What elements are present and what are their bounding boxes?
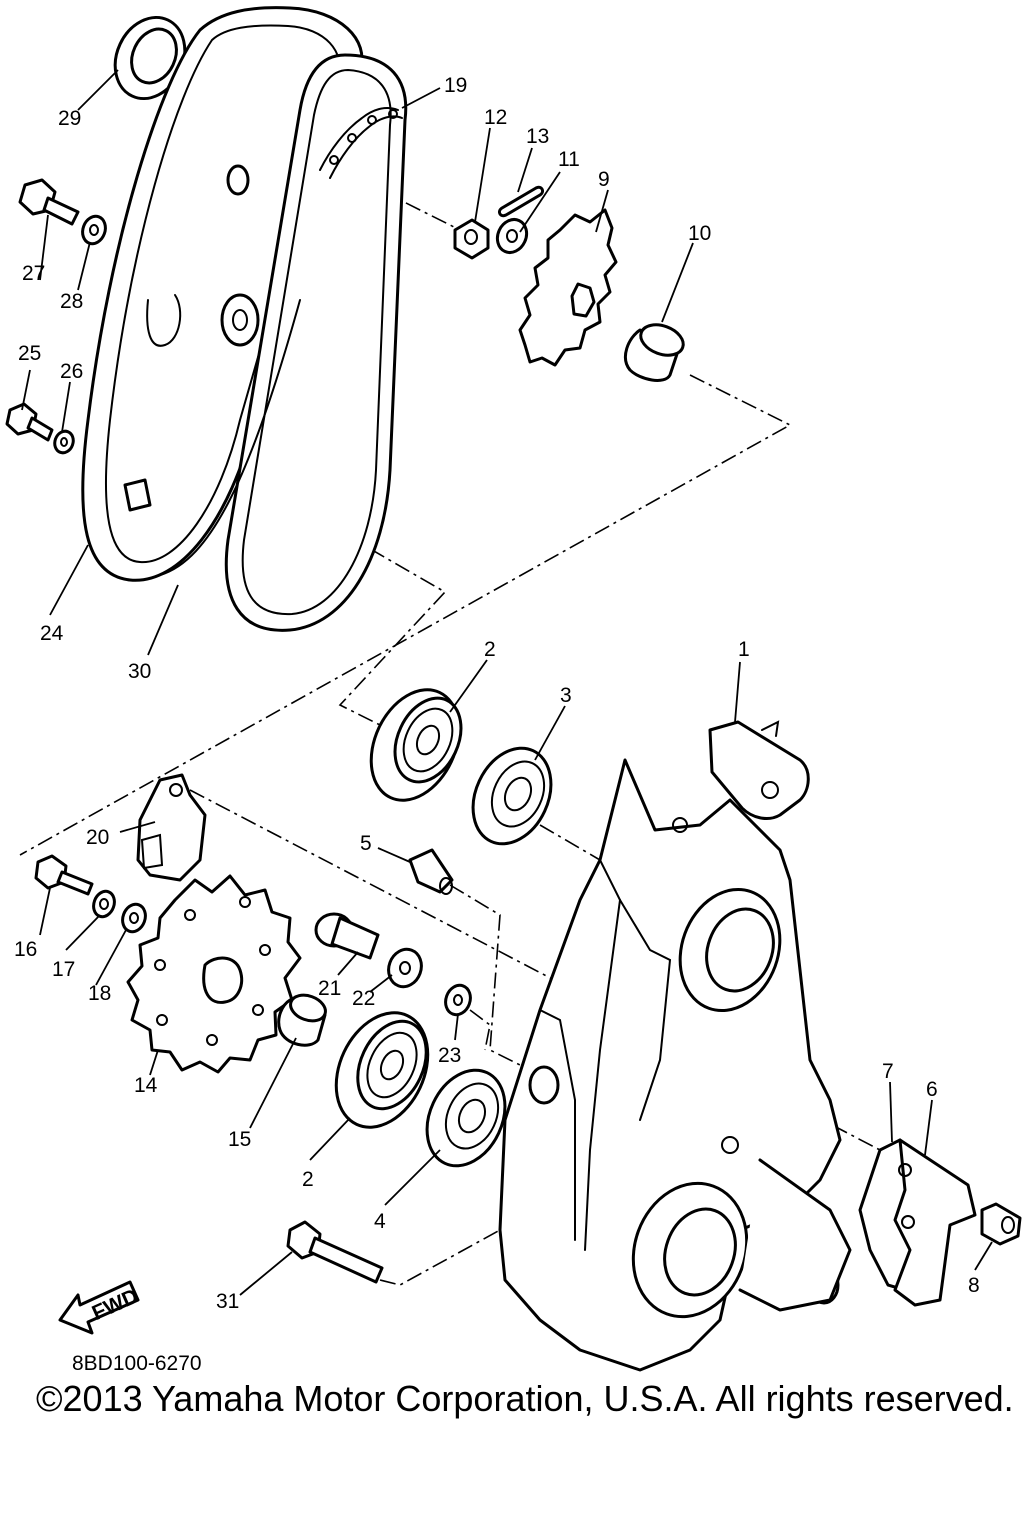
callout-11: 11: [558, 148, 580, 171]
callout-2-lower: 2: [302, 1168, 314, 1191]
callout-27: 27: [22, 262, 45, 285]
part-1-bracket: [708, 720, 810, 820]
callout-8: 8: [968, 1274, 980, 1297]
callout-6: 6: [926, 1078, 938, 1101]
part-23-washer: [444, 983, 472, 1017]
chain-case-housing: [498, 758, 852, 1372]
part-29-oil-seal: [113, 15, 187, 101]
part-4-oil-seal: [425, 1068, 507, 1168]
callout-10: 10: [688, 222, 711, 245]
callout-18: 18: [88, 982, 111, 1005]
callout-28: 28: [60, 290, 83, 313]
part-10-collar: [624, 323, 685, 382]
part-13-cotter-pin: [497, 185, 545, 218]
callout-21: 21: [318, 977, 341, 1000]
copyright-notice: ©2013 Yamaha Motor Corporation, U.S.A. A…: [36, 1378, 1014, 1419]
part-18-washer: [121, 902, 147, 934]
callout-12: 12: [484, 106, 507, 129]
part-14-large-sprocket: [126, 874, 302, 1074]
part-8-screw: [980, 1202, 1022, 1246]
callout-24: 24: [40, 622, 64, 645]
callout-5: 5: [360, 832, 372, 855]
part-31-bolt: [286, 1220, 384, 1284]
part-30-gasket: [159, 53, 408, 632]
callout-2-upper: 2: [484, 638, 496, 661]
part-19-drive-chain: [319, 107, 403, 179]
callout-25: 25: [18, 342, 41, 365]
part-11-washer: [495, 217, 529, 255]
callout-19: 19: [444, 74, 467, 97]
callout-numbers: 29 19 12 13 11 9 10 27 28 25 26 24 30 2 …: [14, 74, 980, 1313]
callout-15: 15: [228, 1128, 251, 1151]
part-5-grease-nipple: [408, 848, 454, 895]
leader-lines: [21, 69, 993, 1296]
callout-22: 22: [352, 987, 375, 1010]
part-6-plate: [893, 1138, 977, 1307]
fwd-direction-icon: FWD: [58, 1280, 142, 1335]
part-12-nut: [453, 218, 490, 260]
callout-9: 9: [598, 168, 610, 191]
callout-26: 26: [60, 360, 83, 383]
callout-20: 20: [86, 826, 109, 849]
part-26-washer: [53, 429, 75, 455]
drawing-code: 8BD100-6270: [72, 1352, 202, 1375]
callout-7: 7: [882, 1060, 894, 1083]
part-15-collar: [277, 993, 327, 1047]
callout-23: 23: [438, 1044, 461, 1067]
part-21-pin: [314, 912, 380, 960]
callout-16: 16: [14, 938, 37, 961]
part-27-bolt: [18, 178, 80, 226]
callout-13: 13: [526, 125, 549, 148]
callout-1: 1: [738, 638, 750, 661]
callout-4: 4: [374, 1210, 386, 1233]
part-2-bearing-lower: [334, 1011, 430, 1129]
callout-14: 14: [134, 1074, 158, 1097]
callout-30: 30: [128, 660, 151, 683]
part-25-bolt: [5, 402, 54, 442]
part-2-bearing-upper: [369, 688, 463, 802]
part-17-washer: [92, 889, 116, 919]
part-16-bolt: [34, 854, 94, 896]
part-3-oil-seal: [471, 746, 553, 846]
callout-31: 31: [216, 1290, 239, 1313]
part-28-washer: [81, 214, 107, 246]
callout-29: 29: [58, 107, 81, 130]
part-20-tensioner: [136, 773, 207, 882]
part-9-small-sprocket: [518, 208, 618, 367]
part-22-collar: [387, 947, 423, 989]
callout-3: 3: [560, 684, 572, 707]
callout-17: 17: [52, 958, 75, 981]
